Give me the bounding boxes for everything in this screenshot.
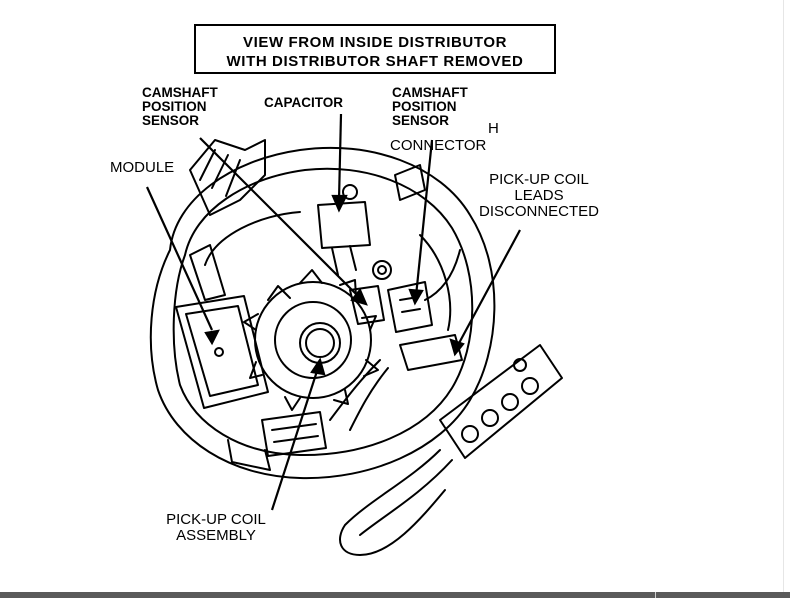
label-leads-line-1: PICK-UP COIL: [489, 171, 589, 188]
arrow-pickup-leads: [449, 338, 465, 357]
right-tab: [394, 164, 426, 201]
arrow-pickup-assembly: [310, 357, 326, 376]
sensor-wire: [424, 249, 461, 301]
pin-5: [513, 358, 527, 372]
label-connector-word: CONNECTOR: [390, 137, 487, 154]
external-connector: [439, 344, 563, 459]
label-cam-line-3: SENSOR: [142, 113, 200, 129]
bottom-flange: [227, 439, 271, 471]
label-leads-line-2: LEADS: [514, 186, 564, 204]
pin-2: [481, 409, 499, 427]
leader-cam-sensor: [199, 137, 361, 299]
pickup-lead-plug: [399, 334, 463, 371]
leader-pickup-leads: [457, 229, 521, 346]
sensor-bolt: [372, 260, 392, 280]
label-conn-line-3: SENSOR: [392, 113, 450, 129]
leader-connector: [414, 139, 434, 297]
clip-detail: [199, 149, 241, 197]
housing-outline: [149, 146, 496, 480]
capacitor-lead: [331, 245, 357, 276]
pin-3: [501, 393, 519, 411]
module-hole: [214, 347, 224, 357]
label-pickup-assembly: PICK-UP COIL ASSEMBLY: [150, 512, 282, 544]
module-tab: [189, 244, 226, 301]
sensor-bolt-inner: [377, 265, 387, 275]
label-conn-line-2: POSITION: [392, 99, 457, 115]
shaft-bore-inner: [305, 328, 335, 358]
harness-cable-2: [359, 459, 453, 536]
label-cam-line-1: CAMSHAFT: [142, 85, 218, 100]
label-sensor-connector: CAMSHAFT POSITION SENSOR: [392, 85, 468, 129]
module-body: [175, 295, 269, 409]
cam-sensor-body: [349, 285, 385, 325]
bottom-bar-divider: [655, 592, 656, 598]
bottom-bar: [0, 592, 790, 598]
module-inner: [185, 305, 259, 397]
capacitor-screw: [342, 184, 358, 200]
label-assembly-line-2: ASSEMBLY: [176, 526, 256, 544]
arrow-module: [204, 329, 220, 346]
label-pickup-leads: PICK-UP COIL LEADS DISCONNECTED: [466, 172, 612, 219]
title-box: VIEW FROM INSIDE DISTRIBUTOR WITH DISTRI…: [194, 24, 556, 74]
reluctor-mid: [274, 301, 352, 379]
harness-cable: [339, 449, 446, 556]
arrow-connector: [408, 288, 424, 306]
label-assembly-line-1: PICK-UP COIL: [166, 511, 266, 528]
capacitor-body: [317, 201, 371, 249]
reluctor-teeth: [243, 269, 379, 411]
arrow-capacitor: [331, 194, 348, 213]
leader-pickup-assembly: [270, 367, 320, 511]
label-cam-line-2: POSITION: [142, 99, 207, 115]
right-edge: [783, 0, 790, 592]
pin-1: [461, 425, 479, 443]
title-line-1: VIEW FROM INSIDE DISTRIBUTOR: [242, 34, 508, 51]
label-capacitor: CAPACITOR: [264, 95, 344, 110]
reluctor-outer: [254, 281, 372, 399]
sensor-connector: [387, 281, 433, 333]
housing-rim: [172, 167, 474, 457]
title-line-2: WITH DISTRIBUTOR SHAFT REMOVED: [226, 53, 524, 70]
label-camshaft-sensor: CAMSHAFT POSITION SENSOR: [142, 85, 218, 129]
label-connector-h: H: [488, 120, 499, 137]
base-plate: [204, 211, 452, 331]
arrow-cam-sensor: [350, 287, 368, 306]
label-leads-line-3: DISCONNECTED: [478, 202, 599, 220]
pin-4: [521, 377, 539, 395]
label-conn-line-1: CAMSHAFT: [392, 85, 468, 100]
pickup-lead-wires: [329, 359, 389, 431]
leader-module: [145, 186, 214, 331]
top-clip: [189, 139, 266, 216]
lower-bracket: [261, 411, 327, 457]
label-module: MODULE: [110, 159, 175, 176]
leader-capacitor: [337, 113, 343, 201]
